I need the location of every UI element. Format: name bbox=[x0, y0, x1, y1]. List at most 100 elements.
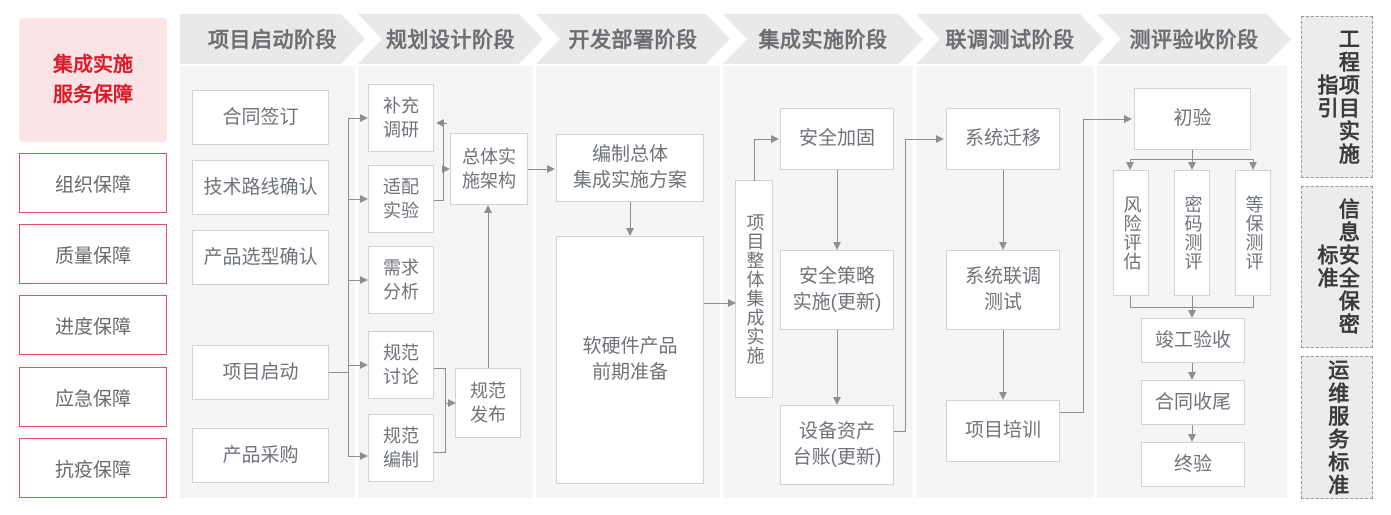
left-panel-title-line2: 服务保障 bbox=[53, 84, 133, 106]
node-mlps-evaluation[interactable]: 等保测评 bbox=[1235, 170, 1271, 296]
node-label-line1: 编制总体 bbox=[591, 144, 668, 165]
connector-training-riser bbox=[1083, 119, 1085, 413]
node-label-line1: 适配 bbox=[383, 177, 419, 197]
phase-header-label: 项目启动阶段 bbox=[208, 29, 337, 52]
phase-header-planning[interactable]: 规划设计阶段 bbox=[358, 14, 543, 64]
node-overall-project-integration[interactable]: 项目整体集成实施 bbox=[735, 180, 773, 398]
node-adaptation-experiment[interactable]: 适配 实验 bbox=[368, 165, 434, 233]
node-spec-release[interactable]: 规范 发布 bbox=[455, 368, 521, 438]
connector-trunk-to-req bbox=[348, 280, 360, 282]
node-label: 安全加固 bbox=[798, 128, 875, 149]
node-label-line2: 发布 bbox=[470, 405, 506, 425]
connector-prelim-down bbox=[1192, 150, 1194, 160]
standard-label: 信息安全保密标准 bbox=[1315, 198, 1360, 336]
node-supplementary-research[interactable]: 补充 调研 bbox=[368, 84, 434, 152]
left-panel-title: 集成实施 服务保障 bbox=[19, 18, 167, 142]
arrowhead-release-to-arch bbox=[484, 205, 492, 213]
standard-ops-service[interactable]: 运维服务标准 bbox=[1301, 356, 1373, 499]
arrowhead-prep-to-integration bbox=[728, 298, 736, 307]
standard-infosec-confidentiality[interactable]: 信息安全保密标准 bbox=[1301, 186, 1373, 348]
arrowhead-jointtest-to-training bbox=[998, 392, 1007, 400]
arrowhead-policy-to-ledger bbox=[832, 397, 841, 405]
node-overall-implementation-architecture[interactable]: 总体实 施架构 bbox=[450, 133, 528, 205]
node-crypto-evaluation[interactable]: 密码测评 bbox=[1174, 170, 1210, 296]
arrowhead-to-preliminary-acceptance bbox=[1124, 114, 1132, 123]
arrowhead-to-spec-release bbox=[448, 398, 456, 407]
node-label-line2: 集成实施方案 bbox=[572, 170, 687, 191]
phase-header-joint-test[interactable]: 联调测试阶段 bbox=[916, 14, 1104, 64]
node-risk-assessment[interactable]: 风险评估 bbox=[1113, 170, 1149, 296]
arrowhead-harden-to-policy bbox=[832, 242, 841, 250]
arrowhead-back-to-research bbox=[436, 118, 444, 127]
phase-header-integration[interactable]: 集成实施阶段 bbox=[723, 14, 923, 64]
connector-prep-to-integration bbox=[704, 303, 730, 305]
phase-header-initiation[interactable]: 项目启动阶段 bbox=[180, 14, 365, 64]
guarantee-item-epidemic[interactable]: 抗疫保障 bbox=[19, 438, 167, 498]
node-spec-drafting[interactable]: 规范 编制 bbox=[368, 414, 434, 482]
node-tech-route-confirm[interactable]: 技术路线确认 bbox=[192, 160, 329, 215]
node-hardware-software-preparation[interactable]: 软硬件产品 前期准备 bbox=[556, 236, 704, 484]
connector-arch-bracket-v bbox=[443, 123, 445, 201]
node-label-line1: 需求 bbox=[383, 258, 419, 278]
connector-trunk-to-research bbox=[348, 118, 360, 120]
connector-trunk-to-discuss bbox=[348, 365, 360, 367]
phase-header-label: 联调测试阶段 bbox=[945, 29, 1075, 52]
node-project-kickoff[interactable]: 项目启动 bbox=[192, 345, 329, 400]
guarantee-item-label: 质量保障 bbox=[54, 245, 131, 267]
node-product-selection-confirm[interactable]: 产品选型确认 bbox=[192, 230, 329, 285]
arrowhead-to-completion-acceptance bbox=[1187, 310, 1196, 318]
node-compile-overall-plan[interactable]: 编制总体 集成实施方案 bbox=[556, 134, 704, 202]
node-system-migration[interactable]: 系统迁移 bbox=[946, 108, 1060, 170]
node-completion-acceptance[interactable]: 竣工验收 bbox=[1141, 318, 1245, 363]
node-label-line1: 规范 bbox=[470, 381, 506, 401]
node-security-policy-implementation[interactable]: 安全策略 实施(更新) bbox=[780, 250, 894, 330]
node-contract-signing[interactable]: 合同签订 bbox=[192, 90, 329, 145]
connector-arch-feedback bbox=[443, 123, 447, 125]
node-label: 项目培训 bbox=[964, 420, 1041, 441]
phase-header-label: 测评验收阶段 bbox=[1129, 29, 1259, 52]
standard-engineering-guideline[interactable]: 工程项目实施指引 bbox=[1301, 16, 1373, 178]
arrowhead-to-research bbox=[360, 113, 368, 122]
phase-header-development[interactable]: 开发部署阶段 bbox=[536, 14, 730, 64]
connector-risk-down bbox=[1130, 296, 1132, 308]
connector-trunk-to-adapt bbox=[348, 199, 360, 201]
node-requirement-analysis[interactable]: 需求 分析 bbox=[368, 246, 434, 314]
arrowhead-to-overall-arch bbox=[442, 164, 450, 173]
node-label: 密码测评 bbox=[1182, 195, 1203, 271]
node-contract-closure[interactable]: 合同收尾 bbox=[1141, 380, 1245, 425]
node-final-acceptance[interactable]: 终验 bbox=[1141, 442, 1245, 487]
connector-research-bracket bbox=[434, 200, 444, 202]
guarantee-item-label: 应急保障 bbox=[54, 388, 131, 410]
connector-kickoff-to-trunk bbox=[329, 372, 349, 374]
node-product-procurement[interactable]: 产品采购 bbox=[192, 428, 329, 483]
phase-header-acceptance[interactable]: 测评验收阶段 bbox=[1097, 14, 1291, 64]
node-preliminary-acceptance[interactable]: 初验 bbox=[1134, 88, 1251, 150]
node-label: 合同签订 bbox=[222, 106, 299, 128]
arrowhead-migration-to-jointtest bbox=[998, 242, 1007, 250]
left-panel-title-line1: 集成实施 bbox=[53, 54, 133, 76]
arrowhead-to-adapt bbox=[360, 194, 368, 203]
connector-fan-to-crypto bbox=[1192, 159, 1194, 163]
node-spec-discussion[interactable]: 规范 讨论 bbox=[368, 331, 434, 399]
connector-harden-to-policy bbox=[837, 170, 839, 242]
connector-mlps-down bbox=[1253, 296, 1255, 308]
node-label: 产品采购 bbox=[222, 444, 299, 466]
phase-header-label: 开发部署阶段 bbox=[568, 29, 698, 52]
node-project-training[interactable]: 项目培训 bbox=[946, 400, 1060, 462]
node-system-joint-debug-test[interactable]: 系统联调 测试 bbox=[946, 250, 1060, 330]
node-label: 初验 bbox=[1173, 108, 1212, 129]
arrowhead-to-system-migration bbox=[936, 134, 944, 143]
node-label-line1: 总体实 bbox=[462, 147, 516, 167]
guarantee-item-schedule[interactable]: 进度保障 bbox=[19, 295, 167, 355]
node-label: 项目整体集成实施 bbox=[744, 213, 765, 365]
node-security-hardening[interactable]: 安全加固 bbox=[780, 108, 894, 170]
guarantee-item-label: 组织保障 bbox=[54, 174, 131, 196]
guarantee-item-emergency[interactable]: 应急保障 bbox=[19, 367, 167, 427]
connector-closure-to-final bbox=[1192, 425, 1194, 434]
guarantee-item-organization[interactable]: 组织保障 bbox=[19, 153, 167, 213]
arrowhead-to-risk-assessment bbox=[1126, 162, 1134, 170]
node-equipment-asset-ledger[interactable]: 设备资产 台账(更新) bbox=[780, 405, 894, 485]
standard-label: 运维服务标准 bbox=[1325, 358, 1349, 497]
guarantee-item-quality[interactable]: 质量保障 bbox=[19, 224, 167, 284]
connector-planning-trunk bbox=[348, 118, 350, 456]
